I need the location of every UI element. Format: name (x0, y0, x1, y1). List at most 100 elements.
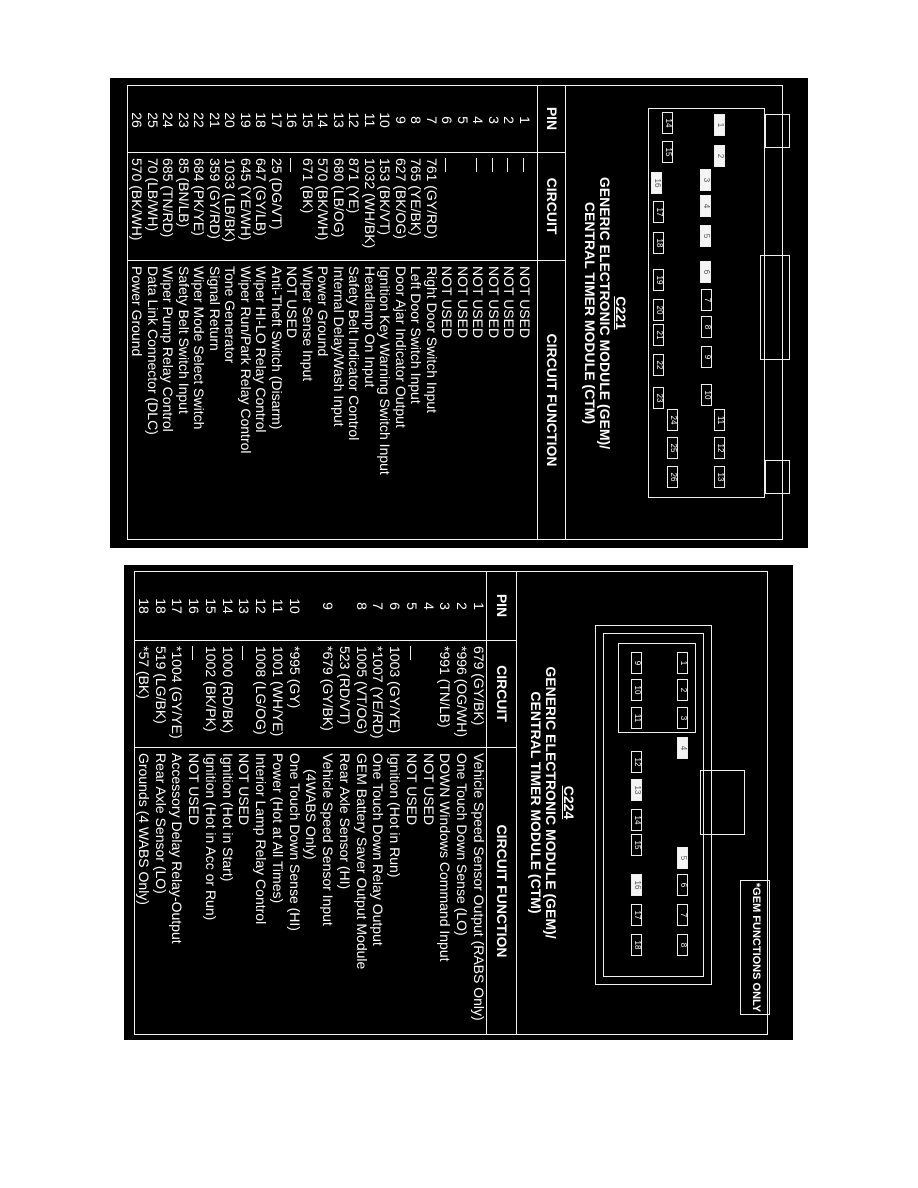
table-row: 10 *995 (GY) One Touch Down Sense (HI) (286, 565, 303, 1040)
pin-number: 18 (136, 598, 152, 614)
pin-number: 19 (238, 112, 254, 128)
table-row: 16—NOT USED (186, 565, 203, 1040)
circuit-function: NOT USED (486, 266, 502, 339)
connector-cavity: 11 (631, 707, 642, 729)
header-circuit-function: CIRCUIT FUNCTION (544, 333, 560, 467)
circuit-function: Ignition (Hot in Acc or Run) (203, 753, 219, 921)
connector-cavity: 9 (701, 346, 712, 368)
pin-number: 16 (284, 112, 301, 128)
circuit-function: NOT USED (186, 753, 203, 826)
connector-cavity: 14 (662, 112, 673, 134)
circuit-function: NOT USED (501, 266, 518, 339)
connector-housing-outline (760, 255, 790, 360)
pin-number: 9 (320, 602, 337, 610)
circuit-function: Power (Hot at All Times) (270, 753, 286, 904)
header-circuit: CIRCUIT (544, 177, 560, 235)
circuit-function: Wiper Mode Select Switch (191, 266, 208, 430)
pin-number: 6 (439, 116, 456, 124)
circuit-code: — (517, 158, 533, 172)
pin-number: 6 (387, 602, 404, 610)
pin-number: 14 (219, 598, 236, 614)
pin-number: 4 (470, 116, 487, 124)
circuit-function: Headlamp On Input (362, 266, 378, 388)
table-row: 1—NOT USED (517, 78, 533, 548)
circuit-function: NOT USED (439, 266, 456, 339)
table-row: 5—NOT USED (403, 565, 420, 1040)
pin-number: 26 (129, 112, 146, 128)
pin-number: 10 (286, 598, 303, 614)
circuit-code: 1032 (WH/BK) (362, 158, 378, 249)
pin-number: 9 (393, 116, 409, 124)
table-row: 3*991 (TN/LB)DOWN Windows Command Input (437, 565, 454, 1040)
circuit-code: *991 (TN/LB) (437, 646, 454, 728)
pin-number: 15 (300, 112, 316, 128)
table-row: 6—NOT USED (440, 78, 456, 548)
circuit-code: 679 (GY/BK) (471, 646, 487, 726)
connector-cavity: 12 (714, 437, 725, 459)
connector-cavity: 17 (631, 904, 642, 926)
pin-number: 1 (471, 602, 487, 610)
circuit-code: *995 (GY) (286, 646, 303, 709)
header-pin: PIN (544, 106, 560, 131)
circuit-code: 761 (GY/RD) (424, 158, 440, 239)
circuit-function: One Touch Down Sense (HI) (286, 753, 303, 931)
connector-cavity: 6 (700, 261, 711, 283)
connector-housing-outline (765, 460, 790, 494)
pin-number: 8 (408, 116, 425, 124)
connector-cavity: 23 (653, 387, 664, 409)
circuit-function: Grounds (4 WABS Only) (136, 753, 152, 905)
circuit-function: One Touch Down Relay Output (370, 753, 387, 946)
circuit-code: 1008 (LG/OG) (253, 646, 270, 735)
connector-cavity: 13 (631, 779, 642, 801)
connector-cavity: 1 (714, 114, 725, 136)
circuit-code: 153 (BK/VT) (377, 158, 394, 236)
connector-cavity: 17 (653, 201, 664, 223)
circuit-code: 359 (GY/RD) (207, 158, 223, 239)
connector-cavity: 15 (662, 141, 673, 163)
pin-number: 16 (186, 598, 203, 614)
circuit-function: Wiper Sense Input (300, 266, 316, 382)
pin-number: 20 (222, 112, 239, 128)
connector-cavity: 20 (653, 299, 664, 321)
circuit-code: 85 (BN/LB) (176, 158, 192, 228)
pin-number: 22 (191, 112, 208, 128)
circuit-function: Wiper HI-LO Relay Control (253, 266, 270, 433)
pin-number: 21 (207, 112, 223, 128)
circuit-function: DOWN Windows Command Input (437, 753, 454, 962)
circuit-code: 570 (BK/WH) (315, 158, 332, 241)
table-row: (4WABS Only) (303, 565, 320, 1040)
pin-number: 14 (315, 112, 332, 128)
circuit-function: NOT USED (455, 266, 471, 339)
circuit-function: Anti-Theft Switch (Disarm) (269, 266, 285, 430)
pin-number: 2 (454, 602, 471, 610)
circuit-code: 671 (BK) (300, 158, 316, 214)
pin-number: 24 (160, 112, 177, 128)
connector-cavity: 26 (667, 466, 678, 488)
connector-cavity: 22 (653, 354, 664, 376)
connector-cavity: 5 (700, 225, 711, 247)
circuit-code: 1005 (VT/OG) (353, 646, 370, 734)
circuit-code: — (404, 646, 420, 660)
pin-number: 8 (353, 602, 370, 610)
module-title-line1: GENERIC ELECTRONIC MODULE (GEM)/ (543, 666, 559, 939)
circuit-code: 1003 (GY/YE) (387, 646, 404, 734)
connector-cavity: 18 (631, 934, 642, 956)
circuit-function: Wiper Run/Park Relay Control (238, 266, 254, 454)
connector-cavity: 19 (653, 269, 664, 291)
table-row: 13—NOT USED (236, 565, 253, 1040)
pin-number: 18 (253, 112, 270, 128)
circuit-code: *996 (OG/WH) (454, 646, 471, 738)
circuit-code: 519 (LG/BK) (152, 646, 169, 724)
circuit-function: One Touch Down Sense (LO) (454, 753, 471, 936)
connector-title: C224 (561, 785, 577, 820)
connector-cavity: 10 (701, 384, 712, 406)
